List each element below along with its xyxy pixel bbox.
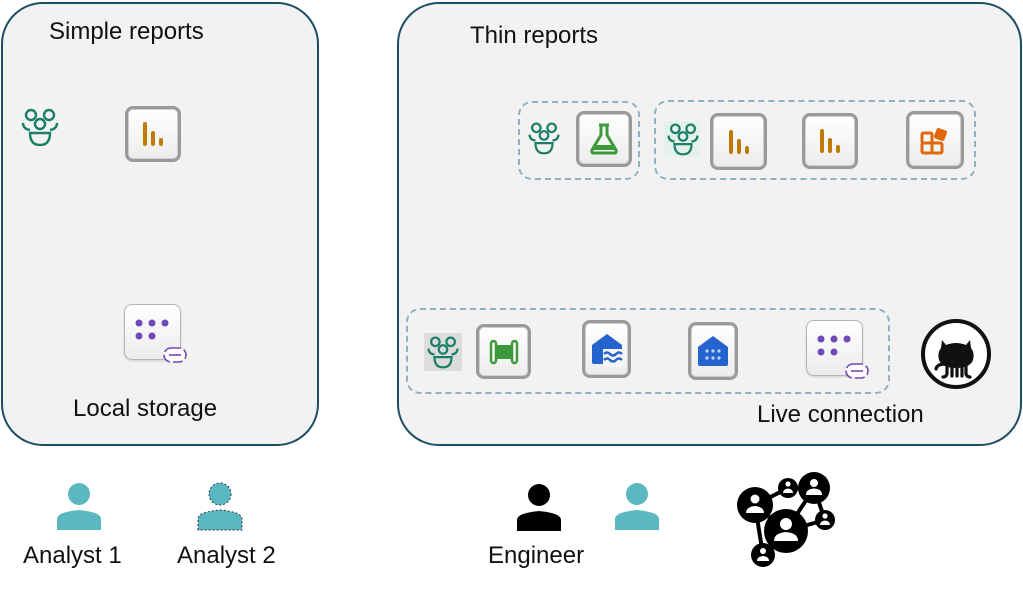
flask-icon xyxy=(590,123,618,155)
report-tile[interactable] xyxy=(710,113,767,170)
notebook-workspace-group xyxy=(518,101,640,180)
link-icon xyxy=(845,363,869,379)
workspace-icon xyxy=(667,123,699,156)
semantic-model-tile[interactable] xyxy=(806,320,869,379)
app-tile[interactable] xyxy=(906,111,964,169)
workspace-icon xyxy=(528,122,560,155)
lakehouse-icon xyxy=(591,334,625,367)
bar-chart-report-icon xyxy=(820,129,840,153)
analyst-1-label: Analyst 1 xyxy=(23,542,122,569)
live-connection-label: Live connection xyxy=(757,401,924,428)
semantic-model-icon xyxy=(135,319,187,363)
analyst-2-label: Analyst 2 xyxy=(177,542,276,569)
warehouse-tile[interactable] xyxy=(688,322,738,380)
report-tile[interactable] xyxy=(125,106,181,162)
simple-reports-panel: Simple reports xyxy=(1,2,319,446)
github-icon[interactable] xyxy=(920,318,992,390)
lakehouse-tile[interactable] xyxy=(582,320,631,378)
local-storage-label: Local storage xyxy=(73,395,218,422)
notebook-tile[interactable] xyxy=(576,111,632,167)
thin-reports-title: Thin reports xyxy=(470,22,599,49)
bar-chart-report-icon xyxy=(143,122,163,146)
data-pipeline-group xyxy=(406,308,890,394)
user-avatar xyxy=(615,483,659,530)
workspace-icon xyxy=(21,108,59,147)
pipeline-icon xyxy=(489,339,518,364)
analyst-2-avatar xyxy=(197,482,243,531)
app-icon xyxy=(920,128,947,155)
reports-app-workspace-group xyxy=(654,100,976,180)
pipeline-tile[interactable] xyxy=(476,324,531,379)
report-tile[interactable] xyxy=(802,113,858,169)
semantic-model-tile[interactable] xyxy=(124,304,187,363)
analyst-1-avatar xyxy=(57,483,101,530)
bar-chart-report-icon xyxy=(728,129,749,154)
engineer-avatar xyxy=(517,484,561,531)
people-network-icon xyxy=(737,472,835,567)
engineer-label: Engineer xyxy=(488,542,585,569)
semantic-model-icon xyxy=(817,335,869,379)
workspace-icon xyxy=(427,336,459,369)
link-icon xyxy=(163,347,187,363)
warehouse-icon xyxy=(698,336,728,366)
simple-reports-title: Simple reports xyxy=(49,18,204,45)
